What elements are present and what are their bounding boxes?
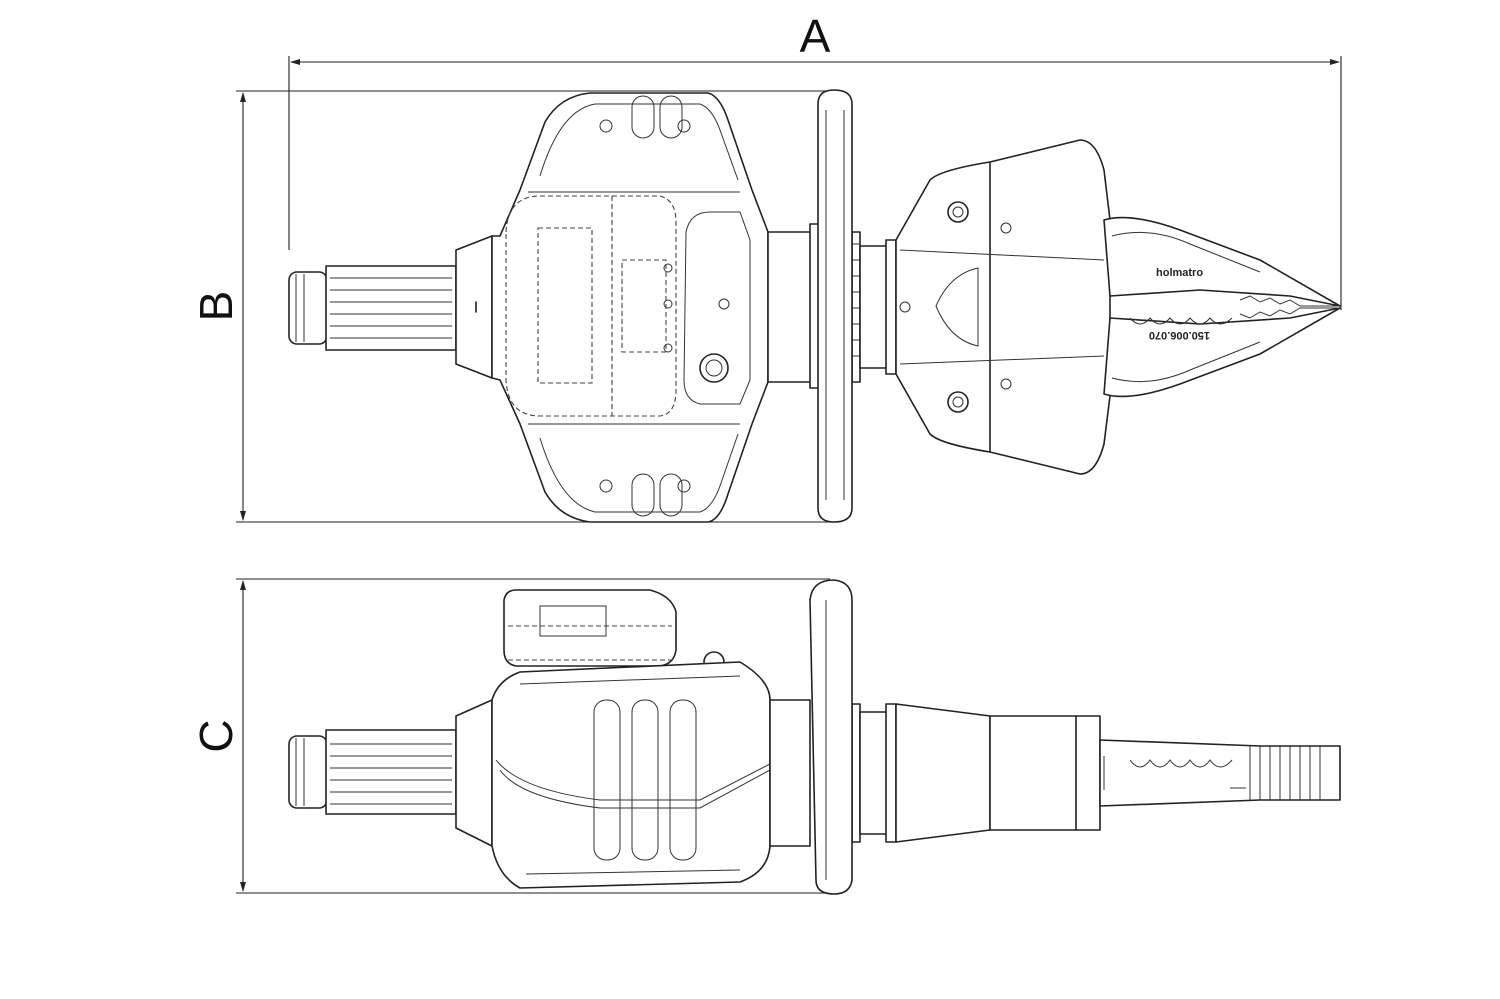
brand-label: holmatro xyxy=(1156,267,1203,279)
carry-handle xyxy=(817,89,853,523)
dimension-b-label: B xyxy=(190,291,242,322)
dimension-c: C xyxy=(190,578,830,894)
side-neck xyxy=(769,699,897,847)
main-body xyxy=(491,92,769,523)
top-view: holmatro 150.006.070 xyxy=(288,89,1341,523)
side-body xyxy=(491,661,771,889)
dimension-c-label: C xyxy=(190,719,242,752)
side-cutter-head xyxy=(895,703,1341,843)
neck xyxy=(767,223,897,389)
rear-handle xyxy=(288,235,493,379)
cutter-head xyxy=(895,139,1111,475)
battery-pack xyxy=(503,589,725,673)
blades: holmatro 150.006.070 xyxy=(1103,216,1341,398)
dimension-a-label: A xyxy=(800,10,831,62)
side-rear-handle xyxy=(288,699,493,847)
serial-label: 150.006.070 xyxy=(1149,329,1210,341)
side-carry-handle xyxy=(809,579,853,895)
dimension-a: A xyxy=(288,10,1342,310)
side-view xyxy=(288,579,1341,895)
dimension-b: B xyxy=(190,90,830,523)
